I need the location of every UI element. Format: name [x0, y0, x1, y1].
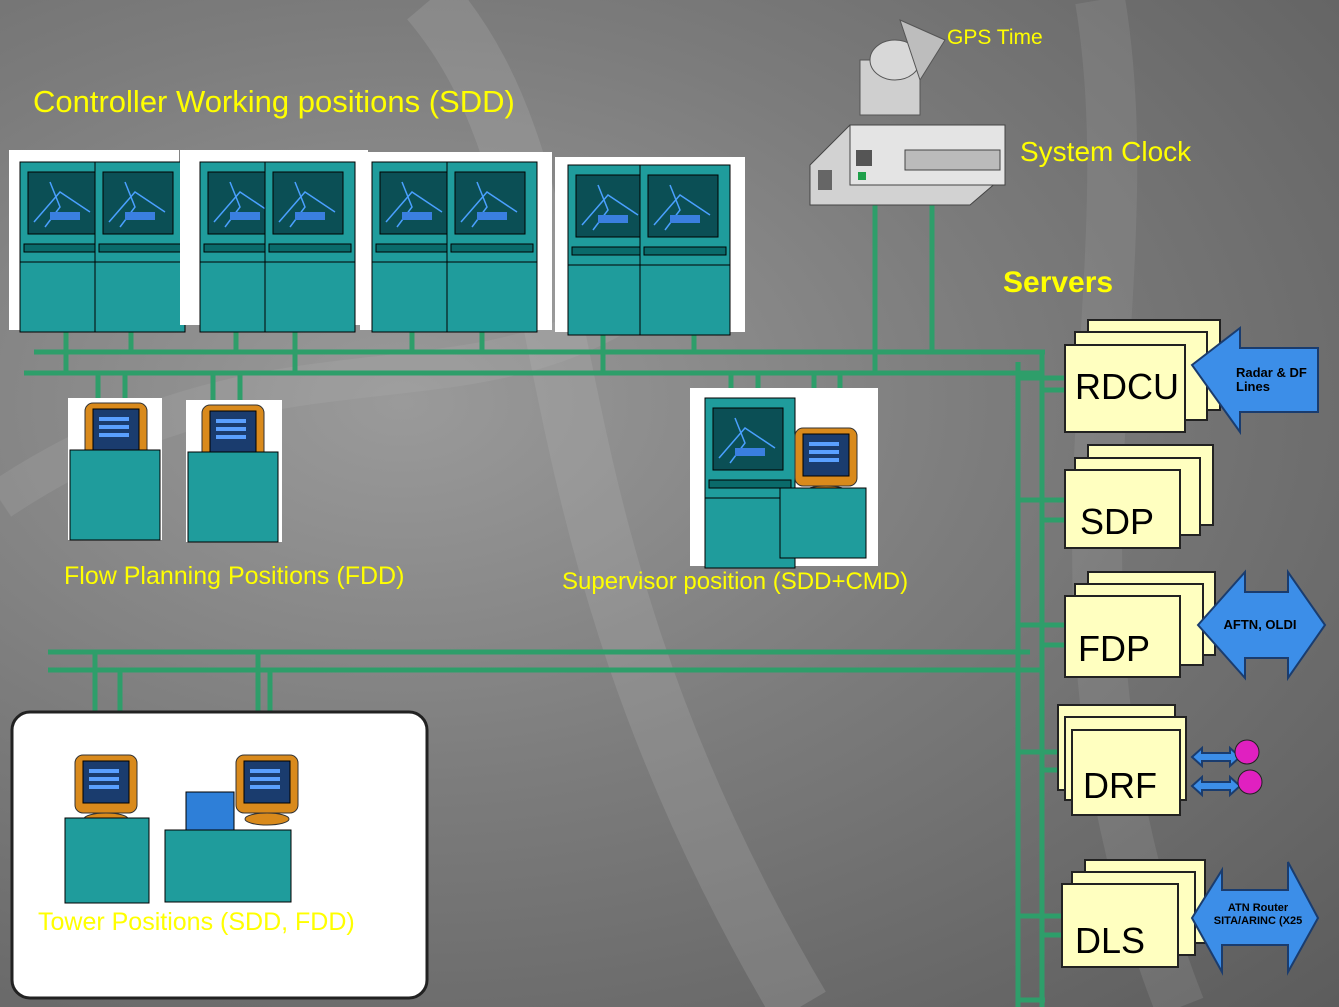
server-rdcu: RDCU: [1075, 366, 1179, 407]
controller-console-1: [9, 150, 186, 333]
atn-router-label: ATN Router SITA/ARINC (X25: [1208, 902, 1308, 928]
atn-router-line1: ATN Router: [1227, 902, 1289, 914]
aftn-oldi-label: AFTN, OLDI: [1223, 617, 1297, 632]
server-drf: DRF: [1083, 765, 1157, 806]
external-arrows: [1190, 325, 1327, 976]
flow-planning-position-1: [68, 398, 162, 541]
radar-lines-label: Radar & DF Lines: [1236, 365, 1307, 394]
flow-planning-position-2: [186, 400, 282, 543]
server-dls: DLS: [1075, 920, 1146, 961]
controller-console-4: [555, 157, 745, 336]
gps-time-label: GPS Time: [947, 26, 1043, 49]
controller-positions-label: Controller Working positions (SDD): [33, 84, 515, 119]
system-clock-unit: [809, 19, 1006, 206]
tower-label: Tower Positions (SDD, FDD): [38, 908, 355, 936]
controller-console-3: [360, 152, 552, 333]
recorder-discs: [1234, 739, 1263, 795]
tower-panel: [10, 710, 429, 1000]
supervisor-position: [690, 388, 878, 569]
controller-console-2: [180, 150, 368, 333]
system-clock-label: System Clock: [1020, 136, 1192, 167]
server-sdp: SDP: [1080, 501, 1155, 542]
servers-label: Servers: [1003, 266, 1114, 299]
server-fdp: FDP: [1078, 628, 1150, 669]
flow-planning-label: Flow Planning Positions (FDD): [64, 562, 405, 590]
server-stacks: [1057, 319, 1221, 968]
atn-router-line2: SITA/ARINC (X25: [1213, 915, 1303, 927]
supervisor-label: Supervisor position (SDD+CMD): [562, 568, 909, 595]
